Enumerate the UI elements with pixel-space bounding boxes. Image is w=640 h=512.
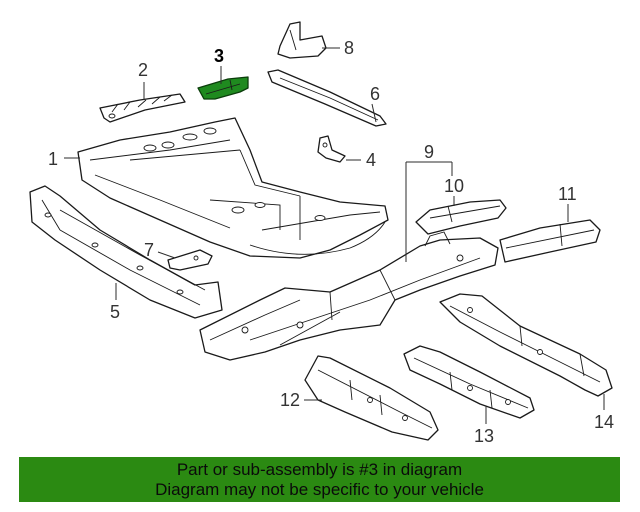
callout-6: 6 [370,84,380,104]
banner-line-disclaimer: Diagram may not be specific to your vehi… [155,480,484,499]
part-4-bracket[interactable] [317,135,346,163]
callout-1: 1 [48,149,58,169]
callout-10: 10 [444,176,464,196]
part-10-rail[interactable] [415,199,507,235]
callout-7: 7 [144,240,154,260]
callout-12: 12 [280,390,300,410]
part-9-frame-assembly[interactable] [199,231,499,361]
callout-4: 4 [366,150,376,170]
part-7-plate[interactable] [167,249,213,271]
part-1-rear-floor-pan[interactable] [77,117,389,259]
part-5-rear-crossmember[interactable] [29,185,223,319]
info-banner: Part or sub-assembly is #3 in diagram Di… [19,457,620,502]
part-14-frame-member[interactable] [439,293,613,397]
callouts: 1 2 3 4 5 6 7 8 9 10 11 12 13 14 [48,38,614,446]
part-2-floor-panel[interactable] [99,93,186,123]
parts-diagram: 1 2 3 4 5 6 7 8 9 10 11 12 13 14 [29,21,614,446]
callout-13: 13 [474,426,494,446]
callout-8: 8 [344,38,354,58]
leader-lines [64,47,605,424]
part-13-frame-section[interactable] [403,345,535,419]
callout-11: 11 [558,184,577,204]
banner-line-part: Part or sub-assembly is #3 in diagram [176,460,463,479]
part-11-rail[interactable] [499,219,601,263]
callout-2: 2 [138,60,148,80]
part-6-long-member[interactable] [267,69,387,127]
callout-3: 3 [214,46,224,66]
part-12-frame-section[interactable] [304,355,439,441]
callout-9: 9 [424,142,434,162]
callout-5: 5 [110,302,120,322]
part-3-bracket-highlighted[interactable] [197,76,249,100]
callout-14: 14 [594,412,614,432]
part-8-mount-bracket[interactable] [277,21,327,59]
